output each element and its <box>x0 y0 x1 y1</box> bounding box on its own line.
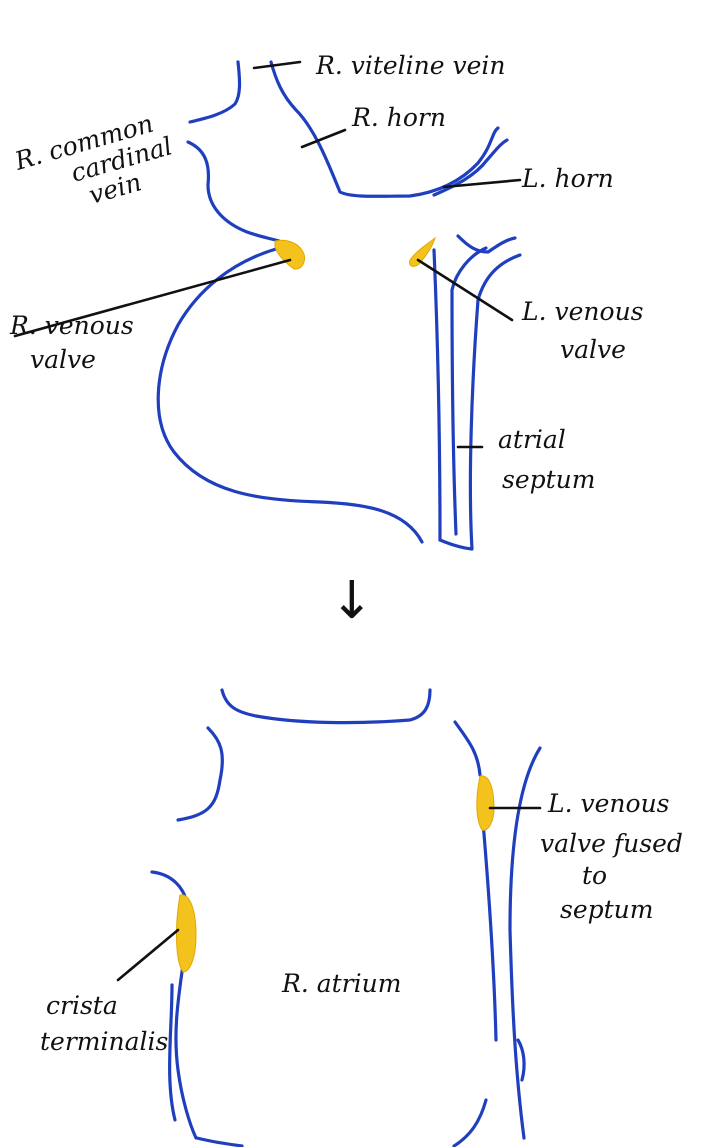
r-viteline-vein-leader <box>254 62 300 68</box>
r-venous-valve-marker <box>275 240 305 269</box>
right-atrium-outer-wall <box>158 249 422 542</box>
atrium-floor-right <box>454 1100 486 1146</box>
l-venous-valve-label-line-1: L. venous <box>521 297 644 326</box>
l-venous-valve-label-line-2: valve <box>560 335 626 364</box>
r-venous-valve-label-line-1: R. venous <box>9 311 134 340</box>
r-horn-label: R. horn <box>351 103 446 132</box>
atrium-left-upper-wall <box>178 728 222 820</box>
l-venous-valve-fused-label-line-1: L. venous <box>547 789 670 818</box>
atrium-floor-left <box>197 1138 242 1146</box>
atrium-right-upper-wall <box>455 722 480 775</box>
r-viteline-vein-label: R. viteline vein <box>315 51 506 80</box>
atrial-septum-label-line-2: septum <box>502 465 595 494</box>
r-venous-valve-label-line-2: valve <box>30 345 96 374</box>
crista-terminalis-inner-wall <box>170 985 175 1120</box>
l-venous-valve-fused-label-line-4: septum <box>560 895 653 924</box>
down-arrow-icon: ↓ <box>330 571 374 631</box>
r-horn-leader <box>302 130 345 147</box>
atrial-septum-label-line-1: atrial <box>498 425 566 454</box>
crista-terminalis-label-line-2: terminalis <box>40 1027 168 1056</box>
l-venous-valve-fused-label-line-3: to <box>582 861 607 890</box>
septum-right-wall <box>482 810 496 1040</box>
septum-top-fold <box>458 236 515 252</box>
septum-far-wall <box>510 748 540 1138</box>
crista-terminalis-leader <box>118 930 178 980</box>
r-viteline-vein-left-wall <box>190 62 240 122</box>
atrial-septum-left-wall <box>434 250 440 540</box>
l-venous-valve-fused-marker <box>477 776 494 830</box>
atrium-roof <box>222 690 430 723</box>
crista-terminalis-label-line-1: crista <box>46 991 118 1020</box>
definitive-right-atrium-diagram: L. venous valve fused to septum R. atriu… <box>40 690 683 1146</box>
crista-terminalis-marker <box>176 895 196 972</box>
embryonic-sinus-venosus-diagram: R. viteline vein R. horn R. common cardi… <box>9 51 644 549</box>
l-venous-valve-fused-label-line-2: valve fused <box>540 829 683 858</box>
r-common-cardinal-vein-wall <box>188 142 279 241</box>
r-atrium-label: R. atrium <box>281 969 401 998</box>
l-horn-label: L. horn <box>521 164 614 193</box>
